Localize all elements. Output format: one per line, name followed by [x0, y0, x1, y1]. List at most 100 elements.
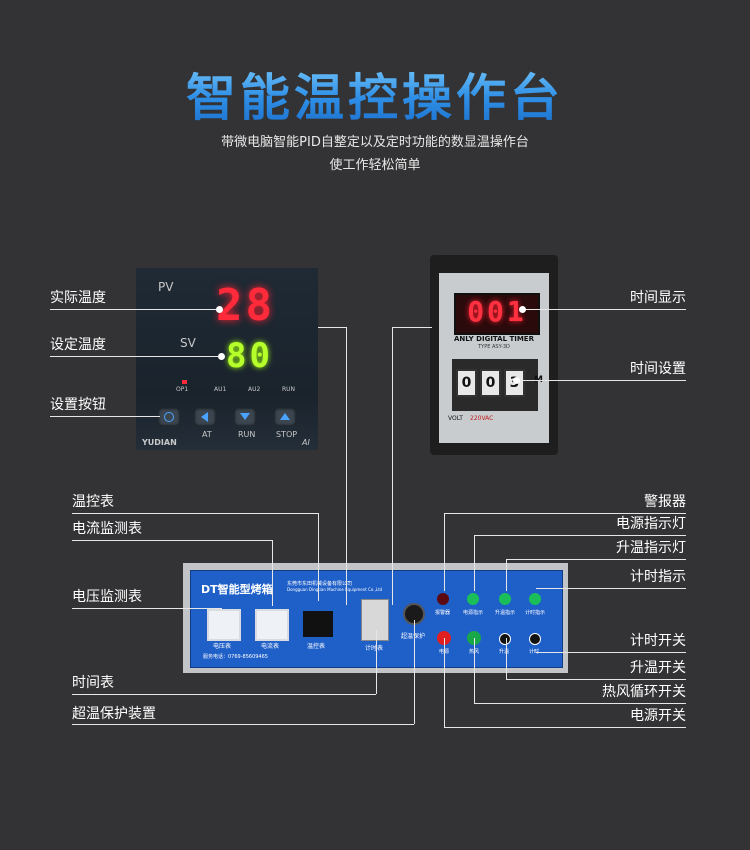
subtitle-line-1: 带微电脑智能PID自整定以及定时功能的数显温操作台 [221, 135, 529, 150]
callout-heat-indicator: 升温指示灯 [616, 540, 686, 556]
timer-display: 001 [454, 293, 540, 335]
leader-line [474, 703, 686, 704]
timer-wheel-2[interactable]: 0 [480, 369, 501, 397]
panel-phone: 服务电话：0769-85609465 [203, 654, 268, 660]
pv-label: PV [158, 280, 174, 294]
panel-company: 东莞市东田机械设备有限公司 [287, 581, 353, 587]
timer-volt-value: 220VAC [470, 415, 494, 422]
leader-line [72, 540, 272, 541]
callout-timer-switch: 计时开关 [630, 633, 686, 649]
leader-line [536, 652, 686, 653]
leader-line [474, 535, 475, 591]
sv-display: 80 [226, 336, 273, 376]
leader-line [50, 416, 160, 417]
indicator-run: RUN [282, 386, 296, 393]
leader-line [506, 559, 507, 591]
leader-line [50, 309, 220, 310]
pid-controller-photo: PV SV 28 80 OP1 AU1 AU2 RUN AT RUN STOP … [136, 268, 318, 450]
leader-dot-icon [218, 353, 225, 360]
timer-switch-knob[interactable] [529, 633, 541, 645]
pid-set-button[interactable] [158, 408, 180, 426]
arrow-down-icon [240, 413, 250, 420]
timer-type: TYPE ASY-3D [478, 344, 510, 350]
callout-time-display: 时间显示 [630, 290, 686, 306]
callout-current-meter: 电流监测表 [72, 521, 142, 537]
leader-line [318, 327, 346, 328]
op1-led-icon [182, 380, 187, 384]
leader-line [506, 559, 686, 560]
leader-line [72, 694, 376, 695]
leader-dot-icon [519, 306, 526, 313]
callout-temp-controller: 温控表 [72, 494, 114, 510]
pid-down-button[interactable] [234, 408, 256, 426]
leader-line [536, 588, 686, 589]
leader-line [72, 608, 222, 609]
leader-line [444, 513, 686, 514]
leader-line [444, 513, 445, 591]
page-title: 智能温控操作台 [0, 58, 750, 130]
callout-time-setting: 时间设置 [630, 361, 686, 377]
panel-title: DT智能型烤箱 [201, 583, 273, 596]
leader-line [444, 638, 445, 727]
callout-power-switch: 电源开关 [630, 708, 686, 724]
heat-sw-label: 升温 [499, 649, 510, 655]
pv-display: 28 [216, 280, 275, 331]
arrow-left-icon [201, 412, 208, 422]
callout-time-meter: 时间表 [72, 675, 114, 691]
callout-voltage-meter: 电压监测表 [72, 589, 142, 605]
callout-fan-switch: 热风循环开关 [602, 684, 686, 700]
temp-controller-label: 温控表 [307, 643, 326, 650]
callout-alarm: 警报器 [644, 494, 686, 510]
leader-line [506, 679, 686, 680]
callout-actual-temp: 实际温度 [50, 290, 106, 306]
time-sw-label: 计时 [529, 649, 540, 655]
leader-line [50, 356, 222, 357]
leader-line [506, 638, 507, 679]
heat-ind-label: 升温指示 [495, 610, 516, 616]
time-ind-label: 计时指示 [525, 610, 546, 616]
run-key-label: RUN [238, 430, 256, 439]
voltmeter-label: 电压表 [213, 643, 232, 650]
indicator-au1: AU1 [214, 386, 227, 393]
digital-timer-photo: 001 ANLY DIGITAL TIMER TYPE ASY-3D 0 0 3… [430, 255, 558, 455]
timer-mini-label: 计时表 [365, 645, 384, 652]
brand-logo: YUDIAN [142, 438, 177, 447]
at-key-label: AT [202, 430, 212, 439]
leader-line [414, 620, 415, 724]
timer-brand: ANLY DIGITAL TIMER [454, 335, 534, 343]
callout-set-button: 设置按钮 [50, 397, 106, 413]
leader-line [318, 513, 319, 601]
indicator-au2: AU2 [248, 386, 261, 393]
model-tag: AI [302, 438, 310, 447]
heat-indicator-icon [499, 593, 511, 605]
leader-line [272, 540, 273, 606]
power-indicator-icon [467, 593, 479, 605]
leader-dot-icon [216, 306, 223, 313]
voltmeter [207, 609, 241, 641]
callout-set-temp: 设定温度 [50, 337, 106, 353]
callout-overtemp-protect: 超温保护装置 [72, 706, 156, 722]
timer-wheel-1[interactable]: 0 [456, 369, 477, 397]
leader-line [392, 327, 393, 605]
callout-timer-indicator: 计时指示 [630, 569, 686, 585]
leader-line [518, 380, 686, 381]
leader-line [376, 630, 377, 694]
timer-volt-label: VOLT [448, 415, 463, 422]
timer-mini [361, 599, 389, 641]
leader-line [444, 727, 686, 728]
callout-power-indicator: 电源指示灯 [616, 516, 686, 532]
pid-up-button[interactable] [274, 408, 296, 426]
pid-left-button[interactable] [194, 408, 216, 426]
leader-dot-icon [513, 377, 520, 384]
indicator-op1: OP1 [176, 386, 189, 393]
stop-key-label: STOP [276, 430, 298, 439]
overtemp-label: 超温保护 [401, 633, 426, 640]
callout-heat-switch: 升温开关 [630, 660, 686, 676]
heat-switch-knob[interactable] [499, 633, 511, 645]
alarm-light-icon [437, 593, 449, 605]
leader-line [474, 535, 686, 536]
cycle-icon [164, 412, 174, 422]
leader-line [346, 327, 347, 605]
leader-line [392, 327, 432, 328]
leader-line [474, 638, 475, 703]
